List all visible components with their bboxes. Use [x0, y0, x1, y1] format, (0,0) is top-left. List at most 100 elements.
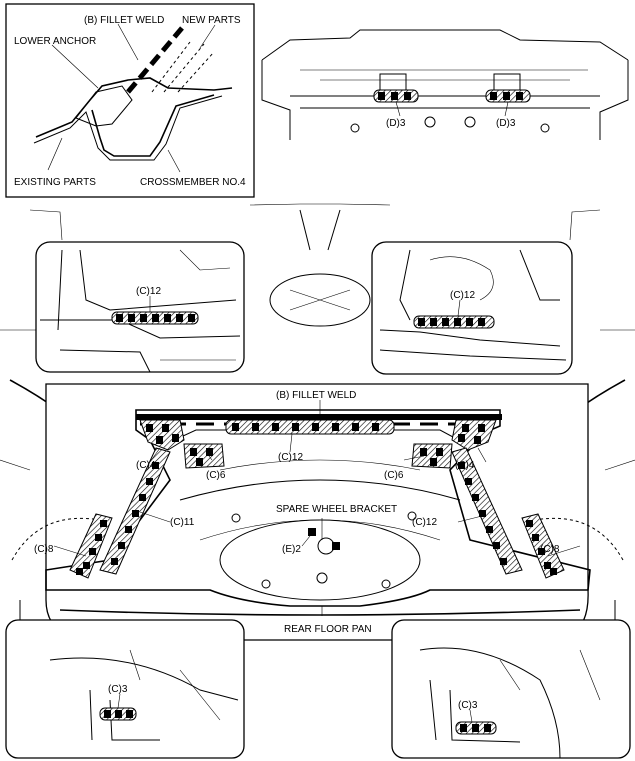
label-c6-right: (C)6 — [384, 470, 404, 481]
spot-d3-right-3 — [516, 92, 523, 100]
spot-c3l-1 — [104, 710, 111, 718]
inset-mr-wheelhouse — [429, 256, 494, 301]
inset-mr-structure — [399, 249, 560, 321]
spot-c6l-1 — [190, 448, 197, 456]
inset-br-structure — [429, 679, 521, 743]
spot-c12r-1 — [418, 318, 425, 326]
spot-d3-left-2 — [391, 92, 398, 100]
weld-zone-c8-right — [521, 513, 565, 579]
spot-c3l-2 — [115, 710, 122, 718]
inset-mid-right-frame — [371, 241, 573, 375]
label-existing-parts: EXISTING PARTS — [14, 177, 96, 188]
spot-c12rd-4 — [479, 510, 486, 517]
spot-c12l-7 — [188, 314, 195, 322]
lower-anchor-profile — [75, 85, 133, 127]
spot-c12c-5 — [312, 423, 319, 431]
spot-c12l-6 — [176, 314, 183, 322]
hole-1 — [350, 123, 360, 133]
spot-c12c-3 — [272, 423, 279, 431]
label-d3-right: (D)3 — [496, 118, 516, 129]
inset-ml-floor — [40, 319, 241, 373]
cross-section-frame — [5, 3, 255, 198]
bg-top-edge — [249, 203, 391, 206]
inset-bottom-right: (C)3 — [391, 619, 631, 759]
spot-c3r-1 — [460, 724, 467, 732]
spot-c8l-4 — [83, 562, 90, 569]
hole-2 — [424, 116, 436, 128]
inset-ml-detail — [160, 249, 236, 361]
label-lower-anchor: LOWER ANCHOR — [14, 36, 96, 47]
hole-4 — [540, 123, 550, 133]
spot-c8r-5 — [550, 568, 557, 575]
weld-zone-c12-center — [225, 419, 395, 435]
spot-c11-6 — [118, 542, 125, 549]
spare-tire-cross — [289, 289, 351, 311]
spot-c8l-1 — [100, 520, 107, 527]
spot-c12r-2 — [430, 318, 437, 326]
spot-c12c-8 — [372, 423, 379, 431]
spot-c11-2 — [146, 478, 153, 485]
spot-c12r-4 — [454, 318, 461, 326]
fillet-weld-symbol — [126, 26, 184, 94]
bg-side-lines — [0, 329, 635, 471]
spot-c8r-1 — [526, 520, 533, 527]
leader-lower-anchor — [51, 44, 99, 89]
callout-leaders — [53, 433, 581, 616]
spot-c11-3 — [139, 494, 146, 501]
leader-new-parts — [199, 24, 216, 49]
spot-c12rd-2 — [465, 478, 472, 485]
inset-bl-detail — [129, 649, 221, 721]
bg-center-rail — [299, 209, 341, 251]
spot-e2-1 — [308, 528, 316, 536]
spot-c4r-3 — [458, 434, 465, 442]
spot-c8l-5 — [76, 568, 83, 575]
label-c3-right: (C)3 — [458, 700, 478, 711]
spot-c8r-4 — [544, 562, 551, 569]
cross-section-inset: (B) FILLET WELD NEW PARTS LOWER ANCHOR E… — [5, 3, 255, 198]
spot-c12c-2 — [252, 423, 259, 431]
rear-body-outline — [261, 29, 629, 61]
leader-existing — [47, 137, 63, 171]
label-fillet-weld-inset: (B) FILLET WELD — [84, 15, 164, 26]
fillet-weld-bar — [136, 414, 502, 420]
spot-c8r-3 — [538, 548, 545, 555]
inset-mid-right: (C)12 — [371, 241, 573, 375]
spot-c6r-3 — [430, 458, 437, 466]
spot-c8l-2 — [95, 534, 102, 541]
inset-mr-floor — [379, 329, 567, 361]
crossmember-rear-lines — [290, 95, 600, 109]
leader-c12-inset-right — [457, 299, 461, 317]
floor-hole-center — [316, 572, 328, 584]
crossmember-outline — [45, 409, 591, 607]
label-c8-right: (C)8 — [540, 544, 560, 555]
spot-c4l-3 — [156, 436, 163, 444]
spot-c12c-4 — [292, 423, 299, 431]
label-c12-right-main: (C)12 — [412, 517, 437, 528]
weld-zone-c8-left — [69, 513, 113, 579]
spot-c12l-4 — [152, 314, 159, 322]
spare-well-outline — [219, 519, 421, 601]
label-fillet-weld-main: (B) FILLET WELD — [276, 390, 356, 401]
leader-c3-right — [469, 709, 473, 723]
label-rear-floor-pan: REAR FLOOR PAN — [284, 624, 372, 635]
inset-bottom-right-frame — [391, 619, 631, 759]
leader-crossmember — [167, 149, 181, 173]
spot-c6l-3 — [196, 458, 203, 466]
rear-view-panel: (D)3 (D)3 — [261, 29, 629, 140]
label-c4-left: (C)4 — [136, 460, 156, 471]
spare-tire-well — [269, 273, 371, 327]
label-d3-left: (D)3 — [386, 118, 406, 129]
rear-side-outline — [261, 60, 629, 140]
spot-c11-5 — [125, 526, 132, 533]
spot-d3-left-1 — [378, 92, 385, 100]
spot-c3r-3 — [484, 724, 491, 732]
spot-c12rd-3 — [472, 494, 479, 501]
spot-c12r-6 — [478, 318, 485, 326]
inset-bottom-left: (C)3 — [5, 619, 245, 759]
spot-d3-right-1 — [490, 92, 497, 100]
spot-c4r-1 — [462, 424, 469, 432]
spot-c12rd-7 — [500, 558, 507, 565]
spot-c4l-2 — [162, 424, 169, 432]
leader-fillet — [117, 23, 139, 61]
